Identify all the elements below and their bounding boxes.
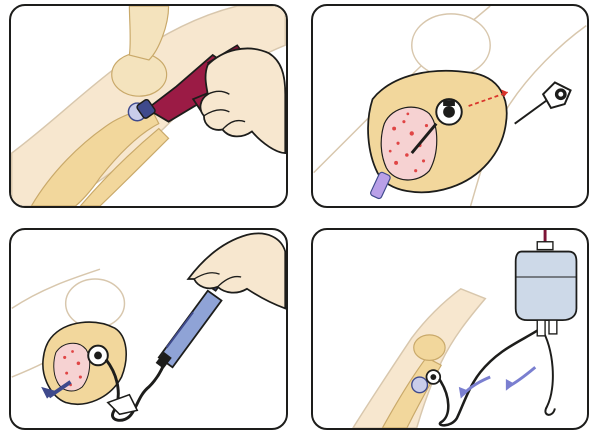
iv-tubing-loop	[541, 328, 555, 415]
knee-joint	[66, 279, 125, 328]
knee-joint	[112, 53, 167, 96]
needle-hub	[426, 370, 440, 384]
stylet-removal-icon	[515, 82, 571, 123]
stylet-removal-illustration	[313, 6, 587, 206]
knee-joint	[412, 14, 490, 77]
aspiration-illustration	[11, 230, 286, 428]
insertion-site	[412, 377, 428, 393]
iv-tubing	[439, 328, 541, 425]
panel-step-4-infusion	[311, 228, 589, 430]
drill-insertion-illustration	[11, 6, 286, 206]
infusion-illustration	[313, 230, 587, 428]
needle-hub	[436, 99, 461, 124]
bone-marrow	[381, 107, 437, 180]
needle-tip	[370, 171, 391, 199]
knee-joint	[414, 335, 445, 360]
panel-step-3-aspiration	[9, 228, 288, 430]
hand	[200, 48, 285, 153]
panel-step-1-drill-insertion	[9, 4, 288, 208]
panel-step-2-stylet-removal	[311, 4, 589, 208]
needle-hub	[88, 346, 108, 366]
iv-bag-icon	[516, 230, 577, 336]
bone-marrow	[54, 343, 90, 391]
leg-outline	[353, 289, 485, 428]
